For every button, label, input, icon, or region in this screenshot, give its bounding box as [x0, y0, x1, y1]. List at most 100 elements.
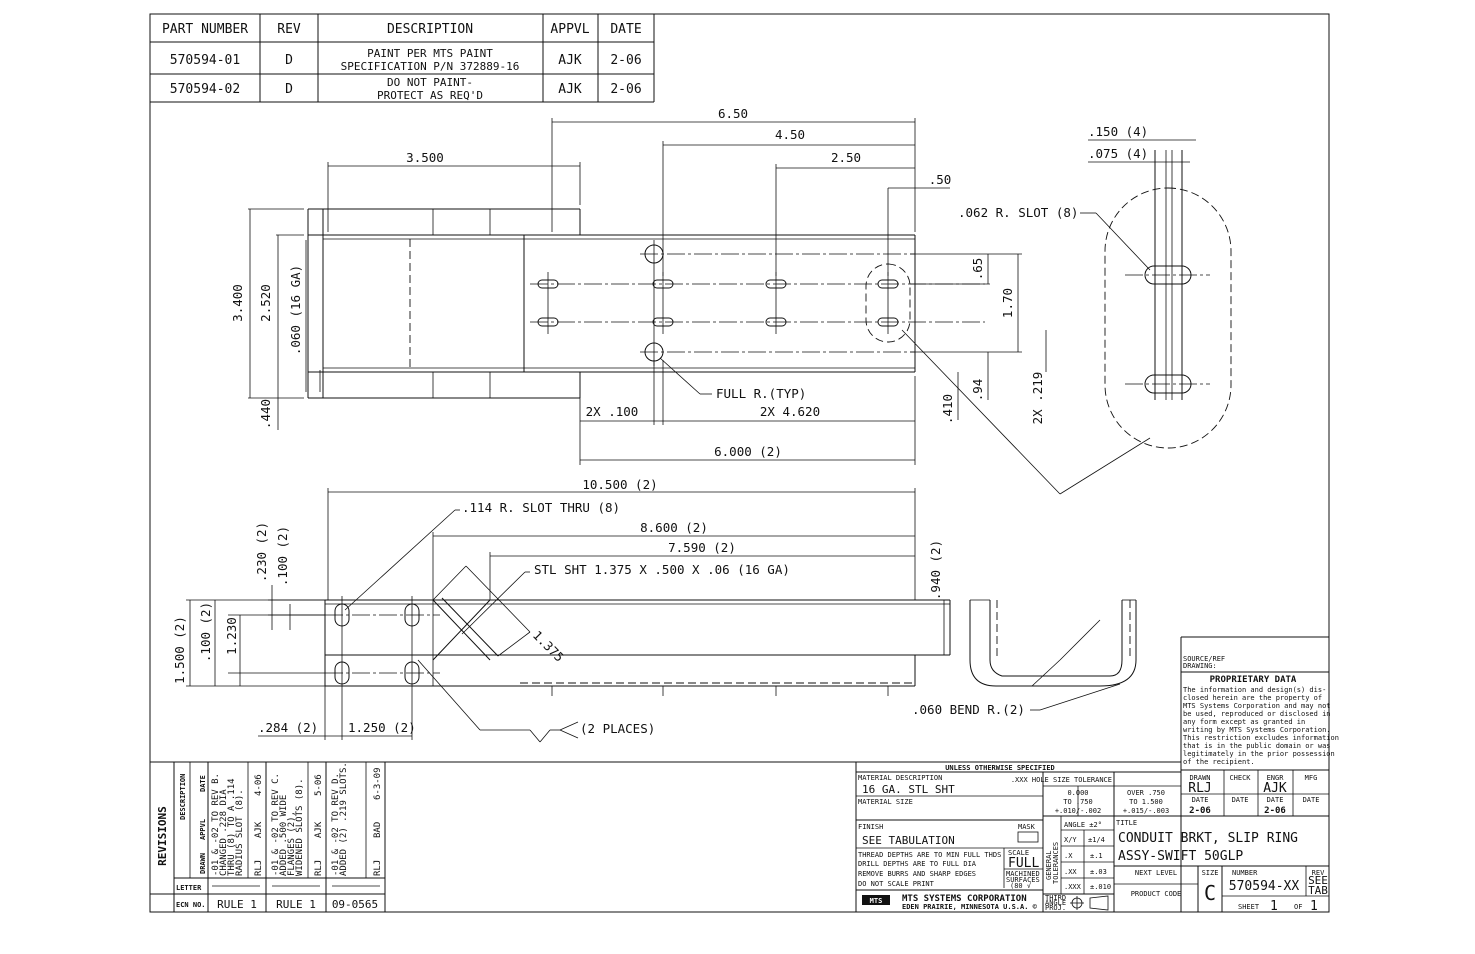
- parts-header-date: DATE: [610, 22, 641, 37]
- sheet-border: [149, 13, 1330, 913]
- proprietary-line-9: legitimately in the prior possession: [1183, 750, 1335, 758]
- revisions-title: REVISIONS: [156, 806, 169, 866]
- scale-label: SCALE: [1008, 849, 1029, 857]
- revisions-description-header: DESCRIPTION: [179, 774, 187, 820]
- tol-x-value: ±.1: [1090, 852, 1103, 860]
- date-label-4: DATE: [1303, 796, 1320, 804]
- tol-xxx-label: .XXX: [1064, 883, 1082, 891]
- mask-label: MASK: [1018, 823, 1036, 831]
- hole-size-tolerance-label: .XXX HOLE SIZE TOLERANCE: [1011, 776, 1112, 784]
- mts-logo: [862, 895, 890, 905]
- label-bend-radius: .060 BEND R.(2): [912, 702, 1025, 717]
- proprietary-line-5: any form except as granted in: [1183, 718, 1305, 726]
- rev3-appvl: BAD: [373, 822, 383, 838]
- dim-3-500: 3.500: [406, 150, 444, 165]
- parts-header-appvl: APPVL: [550, 22, 589, 37]
- surfaces-label: SURFACES: [1006, 876, 1040, 884]
- finish-value: SEE TABULATION: [862, 834, 955, 847]
- scale-value: FULL: [1008, 856, 1039, 871]
- dim-0-075: .075 (4): [1088, 146, 1148, 161]
- tol-b-2: TO 1.500: [1129, 798, 1163, 806]
- dim-7-590: 7.590 (2): [668, 540, 736, 555]
- label-full-radius: FULL R.(TYP): [716, 386, 806, 401]
- parts-row2-desc-line2: PROTECT AS REQ'D: [377, 89, 483, 102]
- surface-finish-value: (80 √: [1010, 882, 1032, 890]
- dim-0-65: .65: [970, 258, 985, 281]
- rev3-drawn: RLJ: [373, 860, 383, 876]
- mts-logo-text: MTS: [870, 897, 883, 905]
- parts-table: PART NUMBER REV DESCRIPTION APPVL DATE 5…: [150, 14, 655, 103]
- third-angle-3: PROJ.: [1045, 904, 1066, 912]
- proprietary-line-1: The information and design(s) dis-: [1183, 686, 1326, 694]
- ecn-label: ECN NO.: [176, 901, 206, 909]
- parts-header-description: DESCRIPTION: [387, 22, 473, 37]
- parts-row2-date: 2-06: [610, 82, 641, 97]
- detail-view: .150 (4) .075 (4): [1088, 124, 1232, 449]
- general-label: GENERAL: [1045, 850, 1053, 880]
- dim-2x-0-219: 2X .219: [1030, 372, 1045, 425]
- revisions-date-header: DATE: [199, 775, 207, 792]
- next-level-label: NEXT LEVEL: [1135, 869, 1177, 877]
- size-value: C: [1204, 881, 1216, 905]
- tol-a-3: +.010/-.002: [1055, 807, 1101, 815]
- proprietary-line-4: be used, reproduced or disclosed in: [1183, 710, 1331, 718]
- rev2-date: 5-06: [314, 774, 324, 796]
- dim-0-284: .284 (2): [258, 720, 318, 735]
- note-drill-depths: DRILL DEPTHS ARE TO FULL DIA: [858, 860, 977, 868]
- note-do-not-scale: DO NOT SCALE PRINT: [858, 880, 935, 888]
- proprietary-title: PROPRIETARY DATA: [1210, 675, 1297, 685]
- dim-0-230: .230 (2): [254, 522, 269, 582]
- angle-tolerance: ANGLE ±2°: [1064, 821, 1102, 829]
- dim-10-500: 10.500 (2): [582, 477, 657, 492]
- mask-box: [1017, 831, 1039, 843]
- rev1-line-2: CHANGED .228 DIA: [219, 789, 229, 876]
- tol-b-1: OVER .750: [1127, 789, 1165, 797]
- unless-otherwise-specified: UNLESS OTHERWISE SPECIFIED: [945, 764, 1055, 772]
- third-angle-1: THIRD: [1045, 894, 1066, 902]
- material-description-label: MATERIAL DESCRIPTION: [858, 774, 942, 782]
- drawn-date: 2-06: [1189, 806, 1211, 816]
- rev-value-line-1: SEE: [1308, 874, 1328, 887]
- dim-0-410: .410: [940, 394, 955, 424]
- sheet-label: SHEET: [1238, 903, 1260, 911]
- letter-label: LETTER: [176, 884, 202, 892]
- side-view: .060 BEND R.(2): [912, 599, 1137, 717]
- rev-label: REV: [1312, 869, 1325, 877]
- number-label: NUMBER: [1232, 869, 1258, 877]
- dim-6-50: 6.50: [718, 106, 748, 121]
- dim-1-230: 1.230: [224, 617, 239, 655]
- dim-6-000: 6.000 (2): [714, 444, 782, 459]
- mfg-label: MFG: [1305, 774, 1318, 782]
- parts-row1-appvl: AJK: [558, 53, 582, 68]
- note-remove-burrs: REMOVE BURRS AND SHARP EDGES: [858, 870, 976, 878]
- proprietary-line-2: closed herein are the property of: [1183, 694, 1322, 702]
- dim-4-50: 4.50: [775, 127, 805, 142]
- rev2-drawn: RLJ: [314, 860, 324, 876]
- rev2-line-3: FLANGES (2),: [287, 811, 297, 876]
- dim-0-94: .94: [970, 379, 985, 402]
- date-label-3: DATE: [1267, 796, 1284, 804]
- parts-row1-rev: D: [285, 53, 293, 68]
- rev3-date: 6-3-09: [373, 767, 383, 800]
- dim-0-100-left: .100 (2): [198, 602, 213, 662]
- tol-xx-label: .XX: [1064, 868, 1077, 876]
- top-view: 6.50 4.50 2.50 3.500 .50 3.400 2.520 .44…: [230, 106, 1151, 495]
- rev3-line-1: -01 & -02 TO REV D.: [331, 773, 341, 876]
- dim-3-400: 3.400: [230, 284, 245, 322]
- rev2-line-2: ADDED .500 WIDE: [279, 795, 289, 876]
- drawing-title-line-2: ASSY-SWIFT 50GLP: [1118, 849, 1243, 864]
- drawing-number: 570594-XX: [1229, 879, 1300, 894]
- size-label: SIZE: [1202, 869, 1219, 877]
- parts-row1-desc-line2: SPECIFICATION P/N 372889-16: [341, 60, 520, 73]
- drawn-label: DRAWN: [1189, 774, 1210, 782]
- engr-label: ENGR: [1267, 774, 1285, 782]
- tol-xx-value: ±.03: [1090, 868, 1107, 876]
- proprietary-line-3: MTS Systems Corporation and may not: [1183, 702, 1331, 710]
- dim-1-375: 1.375: [530, 628, 567, 665]
- label-2-places: (2 PLACES): [580, 721, 655, 736]
- drawing-label: DRAWING:: [1183, 662, 1217, 670]
- dim-2-50: 2.50: [831, 150, 861, 165]
- dim-0-150: .150 (4): [1088, 124, 1148, 139]
- tol-frac-value: ±1/4: [1088, 836, 1105, 844]
- title-block: UNLESS OTHERWISE SPECIFIED MATERIAL DESC…: [855, 762, 1329, 914]
